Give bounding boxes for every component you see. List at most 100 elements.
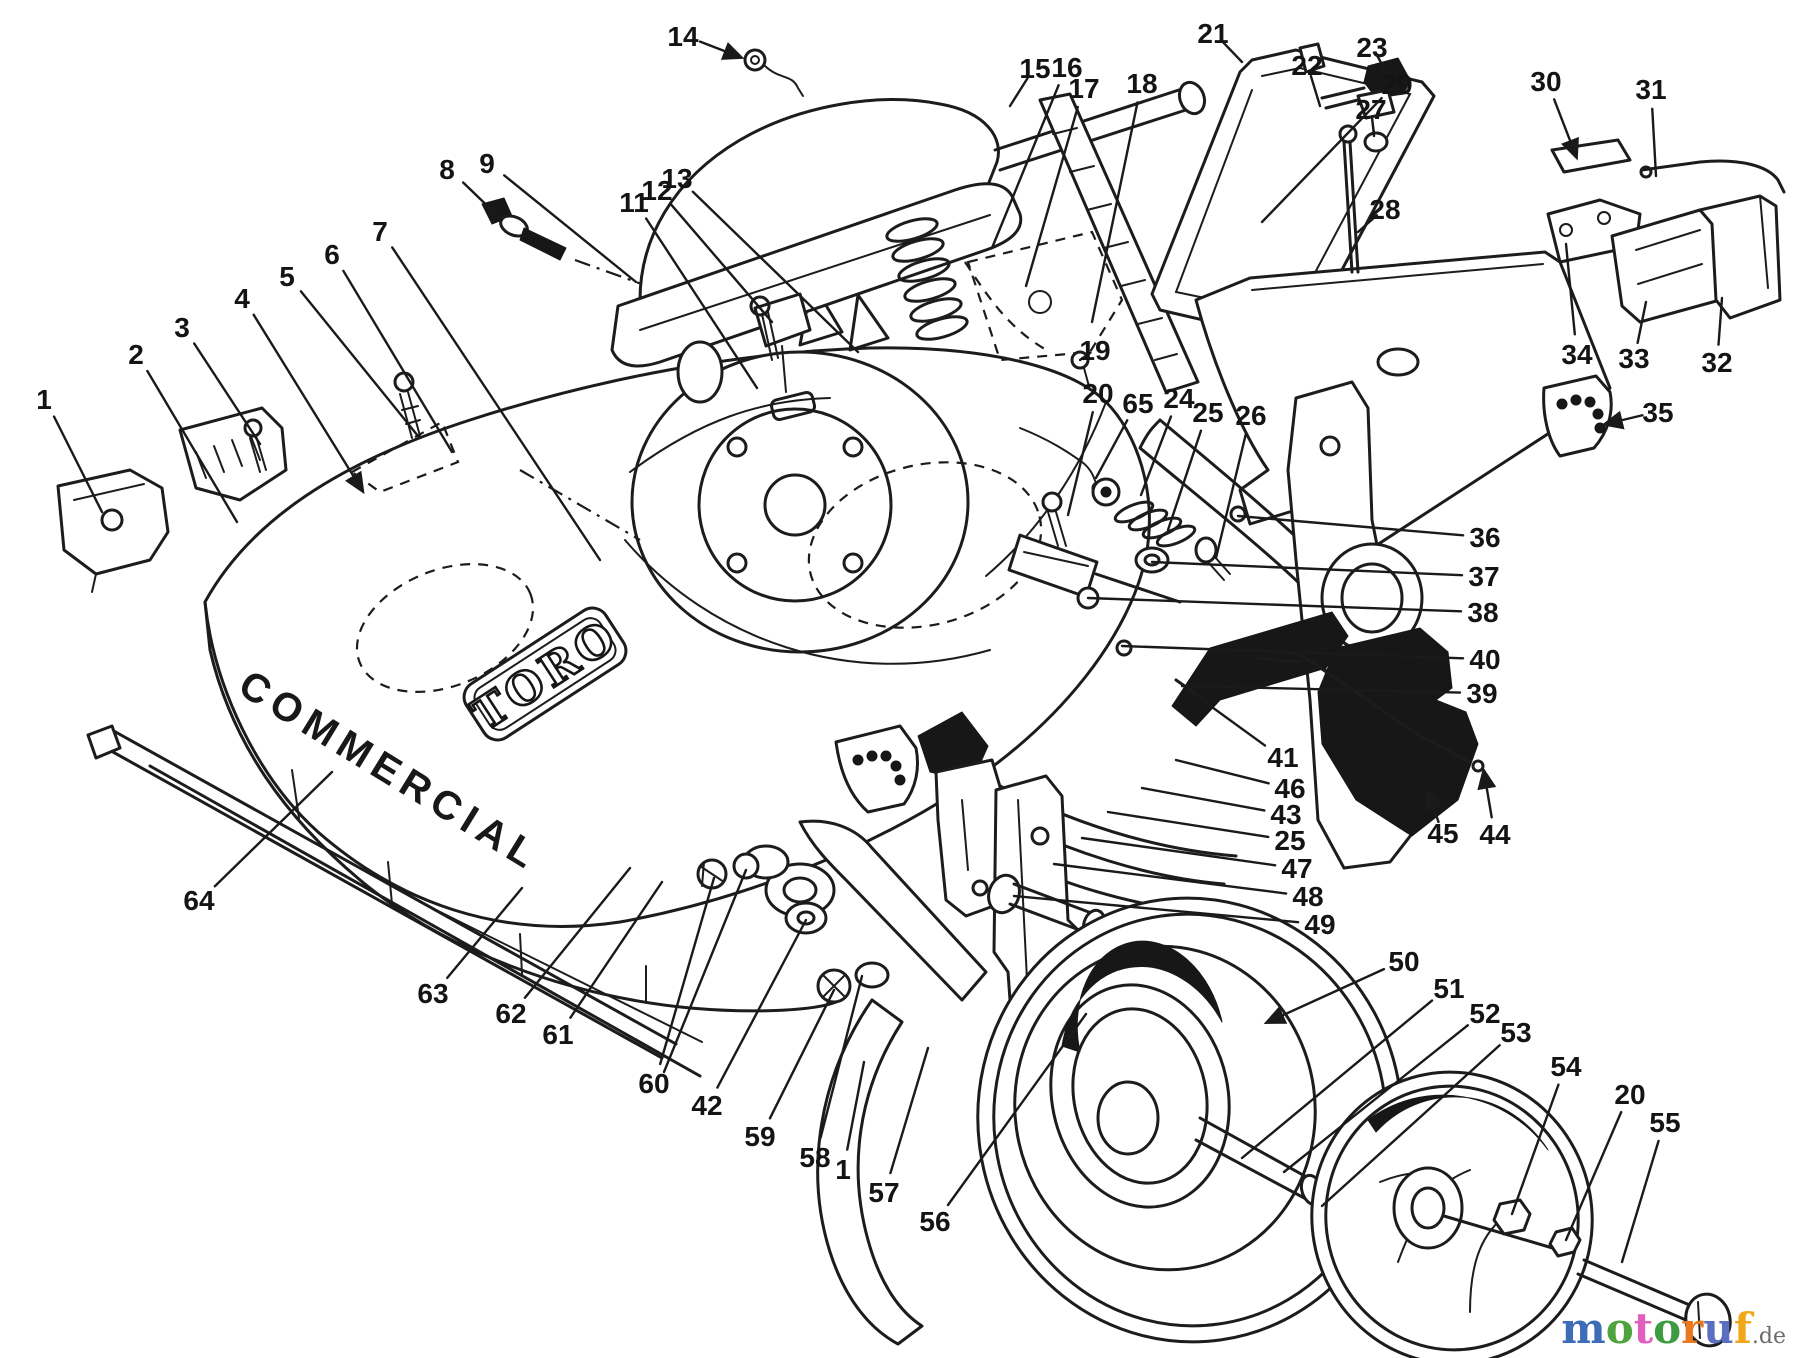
leader-line-28 (1356, 214, 1379, 234)
leader-line-41 (1192, 692, 1267, 747)
part-label-51: 51 (1433, 973, 1464, 1004)
leader-line-32 (1717, 296, 1724, 346)
front-left-parts (56, 48, 804, 593)
leader-line-54 (1510, 1083, 1560, 1216)
part-label-33: 33 (1618, 343, 1649, 374)
leader-line-49 (1012, 894, 1300, 924)
leader-line-2 (146, 369, 239, 524)
part-label-20: 20 (1614, 1079, 1645, 1110)
leader-line-64 (213, 770, 334, 888)
leader-line-6 (342, 269, 454, 454)
part-label-2: 2 (128, 339, 144, 370)
leader-line-42 (716, 918, 808, 1089)
part-label-38: 38 (1467, 597, 1498, 628)
leader-line-18 (1090, 101, 1139, 324)
quadrant-bracket-right (1542, 374, 1613, 458)
leader-line-48 (1052, 862, 1288, 895)
leader-line-39 (1180, 684, 1462, 694)
leader-line-35 (1601, 410, 1644, 430)
part-label-37: 37 (1468, 561, 1499, 592)
leader-line-36 (1236, 514, 1465, 537)
leader-line-59 (768, 988, 836, 1120)
deflector-45 (1317, 627, 1479, 837)
leader-line-51 (1240, 999, 1434, 1160)
leader-line-15 (1008, 77, 1029, 108)
leader-line-33 (1636, 300, 1648, 345)
part-label-52: 52 (1469, 998, 1500, 1029)
leader-line-63 (446, 886, 524, 980)
leader-line-53 (1320, 1044, 1501, 1208)
leader-line-16 (990, 84, 1060, 250)
leader-line-46 (1174, 758, 1270, 785)
leader-line-21 (1220, 39, 1244, 64)
part-label-17: 17 (1068, 73, 1099, 104)
part-label-16: 16 (1051, 52, 1082, 83)
leader-line-27 (1370, 115, 1376, 138)
watermark-letter: o (1653, 1304, 1682, 1353)
part-label-43: 43 (1270, 799, 1301, 830)
decal-30 (1550, 138, 1632, 174)
leader-line-58 (819, 974, 864, 1140)
leader-line-17 (1024, 105, 1080, 288)
part-label-45: 45 (1427, 818, 1458, 849)
part-label-60: 60 (638, 1068, 669, 1099)
quadrant-bracket-center (834, 724, 919, 814)
leader-line-31 (1651, 107, 1658, 178)
part-label-55: 55 (1649, 1107, 1680, 1138)
mower-deck (86, 258, 1151, 1078)
blade-dome (630, 350, 970, 654)
part-label-34: 34 (1561, 339, 1593, 370)
part-label-22: 22 (1291, 50, 1322, 81)
leader-line-4 (252, 313, 365, 495)
watermark-suffix: .de (1751, 1324, 1786, 1349)
part-label-24: 24 (1163, 383, 1195, 414)
part-label-44: 44 (1479, 819, 1511, 850)
leader-line-7 (391, 246, 602, 562)
leader-line-5 (299, 290, 420, 438)
part-label-35: 35 (1642, 397, 1673, 428)
leader-line-29 (1260, 96, 1383, 224)
part-label-6: 6 (324, 239, 340, 270)
rod-31 (1640, 159, 1786, 194)
part-label-1: 1 (835, 1154, 851, 1185)
leader-line-37 (1150, 560, 1464, 577)
leader-line-13 (691, 190, 860, 354)
part-label-26: 26 (1235, 400, 1266, 431)
part-label-47: 47 (1281, 853, 1312, 884)
leader-line-22 (1309, 74, 1322, 108)
leader-line-20 (1564, 1110, 1623, 1242)
grip-23 (1363, 57, 1411, 99)
part-label-13: 13 (661, 163, 692, 194)
part-label-7: 7 (372, 216, 388, 247)
leader-line-26 (1214, 433, 1247, 560)
part-label-39: 39 (1466, 678, 1497, 709)
part-label-14: 14 (667, 21, 699, 52)
part-label-56: 56 (919, 1206, 950, 1237)
part-label-5: 5 (279, 261, 295, 292)
part-label-30: 30 (1530, 66, 1561, 97)
part-label-61: 61 (542, 1019, 573, 1050)
part-label-28: 28 (1369, 194, 1400, 225)
part-label-23: 23 (1356, 32, 1387, 63)
leader-line-60 (658, 876, 716, 1066)
spring (885, 217, 969, 341)
leader-line-61 (569, 880, 664, 1019)
leader-line-19 (1078, 351, 1092, 362)
part-label-8: 8 (439, 154, 455, 185)
part-label-63: 63 (417, 978, 448, 1009)
part-label-57: 57 (868, 1177, 899, 1208)
leader-line-extra (662, 868, 748, 1074)
leader-line-55 (1620, 1139, 1660, 1264)
part-label-46: 46 (1274, 773, 1305, 804)
part-label-40: 40 (1469, 644, 1500, 675)
part-label-4: 4 (234, 283, 250, 314)
watermark-letter: o (1605, 1304, 1634, 1353)
axle-small-parts (1007, 350, 1247, 696)
part-label-29: 29 (1381, 69, 1412, 100)
part-label-49: 49 (1304, 909, 1335, 940)
leader-line-52 (1282, 1024, 1469, 1174)
part-label-50: 50 (1388, 946, 1419, 977)
